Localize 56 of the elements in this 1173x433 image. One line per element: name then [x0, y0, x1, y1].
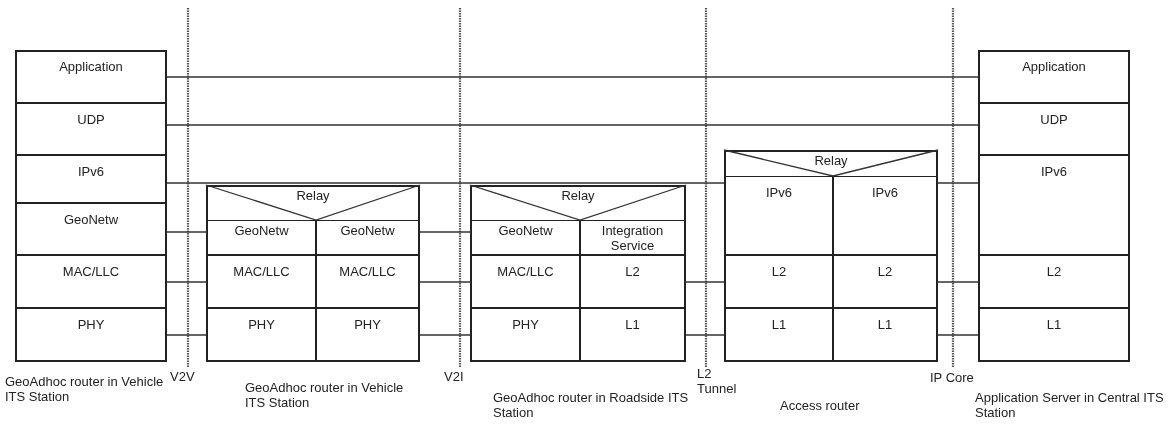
- protocol-layer: UDP: [978, 103, 1130, 155]
- layer-link-line: [166, 76, 979, 78]
- layer-link-line: [937, 334, 979, 336]
- protocol-layer: L2: [978, 255, 1130, 308]
- protocol-layer: L1: [724, 308, 833, 362]
- protocol-layer: MAC/LLC: [15, 255, 167, 308]
- protocol-layer: L1: [580, 308, 686, 362]
- protocol-layer: Integration Service: [580, 220, 686, 255]
- station-caption: GeoAdhoc router in Vehicle ITS Station: [5, 374, 165, 404]
- protocol-layer: GeoNetw: [206, 220, 316, 255]
- protocol-layer: IPv6: [978, 155, 1130, 255]
- protocol-layer: IPv6: [833, 176, 938, 255]
- interface-label: V2I: [444, 369, 465, 384]
- station-caption: GeoAdhoc router in Vehicle ITS Station: [245, 380, 405, 410]
- protocol-layer: MAC/LLC: [470, 255, 580, 308]
- layer-link-line: [166, 182, 725, 184]
- protocol-layer: GeoNetw: [15, 203, 167, 255]
- protocol-stack-box: [206, 185, 420, 362]
- protocol-layer: L2: [724, 255, 833, 308]
- station-caption: Application Server in Central ITS Station: [975, 390, 1165, 420]
- relay-section: Relay: [724, 150, 938, 176]
- protocol-stack-box: [978, 50, 1130, 362]
- station-caption: GeoAdhoc router in Roadside ITS Station: [493, 390, 690, 420]
- protocol-layer: GeoNetw: [316, 220, 420, 255]
- protocol-layer: L1: [833, 308, 938, 362]
- layer-link-line: [937, 281, 979, 283]
- layer-link-line: [166, 334, 207, 336]
- layer-link-line: [419, 334, 471, 336]
- layer-link-line: [419, 231, 471, 233]
- layer-link-line: [166, 231, 207, 233]
- protocol-layer: MAC/LLC: [316, 255, 420, 308]
- protocol-stack-box: [15, 50, 167, 362]
- station-caption: Access router: [780, 398, 861, 413]
- protocol-layer: PHY: [470, 308, 580, 362]
- layer-link-line: [419, 281, 471, 283]
- protocol-stack-box: [724, 150, 938, 362]
- relay-section: Relay: [206, 185, 420, 220]
- protocol-layer: UDP: [15, 103, 167, 155]
- protocol-layer: L2: [833, 255, 938, 308]
- protocol-layer: GeoNetw: [470, 220, 580, 255]
- protocol-layer: IPv6: [724, 176, 833, 255]
- interface-label: V2V: [170, 369, 196, 384]
- protocol-layer: IPv6: [15, 155, 167, 203]
- interface-label: IP Core: [930, 370, 975, 385]
- protocol-layer: MAC/LLC: [206, 255, 316, 308]
- protocol-layer: PHY: [206, 308, 316, 362]
- layer-link-line: [166, 281, 207, 283]
- protocol-layer: L2: [580, 255, 686, 308]
- layer-link-line: [166, 124, 979, 126]
- layer-link-line: [937, 182, 979, 184]
- protocol-layer: PHY: [316, 308, 420, 362]
- relay-section: Relay: [470, 185, 686, 220]
- layer-link-line: [685, 281, 725, 283]
- protocol-stack-box: [470, 185, 686, 362]
- interface-label: L2 Tunnel: [697, 366, 738, 396]
- layer-link-line: [685, 334, 725, 336]
